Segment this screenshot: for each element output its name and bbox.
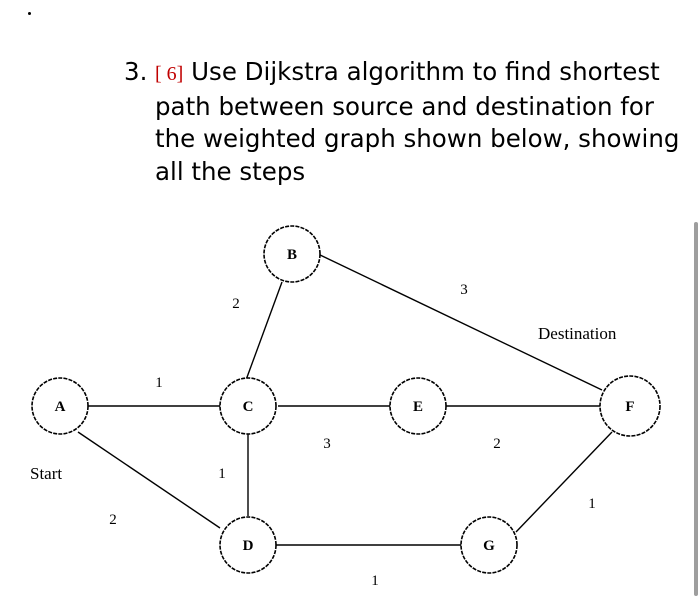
weight-g-f: 1 xyxy=(588,496,596,512)
edge-a-d xyxy=(77,431,221,529)
weight-c-e: 3 xyxy=(323,436,331,452)
node-c: C xyxy=(219,377,277,435)
node-label-b: B xyxy=(287,247,297,263)
weight-a-d: 2 xyxy=(109,512,117,528)
node-f: F xyxy=(599,375,661,437)
weight-c-d: 1 xyxy=(218,466,226,482)
node-b: B xyxy=(263,225,321,283)
node-e: E xyxy=(389,377,447,435)
weight-e-f: 2 xyxy=(493,436,501,452)
node-g: G xyxy=(460,516,518,574)
edge-g-f xyxy=(515,431,613,533)
weight-c-b: 2 xyxy=(232,296,240,312)
question-body: [ 6] Use Dijkstra algorithm to find shor… xyxy=(155,56,684,188)
edge-b-f xyxy=(317,253,603,391)
node-a: A xyxy=(31,377,89,435)
node-label-d: D xyxy=(243,538,254,554)
scrollbar[interactable] xyxy=(694,222,698,596)
page-dot xyxy=(28,12,31,15)
node-label-a: A xyxy=(55,399,66,415)
question-text: Use Dijkstra algorithm to find shortest … xyxy=(155,57,680,186)
node-label-e: E xyxy=(413,399,423,415)
weight-b-f: 3 xyxy=(460,282,468,298)
question-number: 3. xyxy=(124,57,148,86)
weight-d-g: 1 xyxy=(371,573,379,589)
destination-label: Destination xyxy=(538,324,617,343)
start-label: Start xyxy=(30,464,62,483)
node-label-c: C xyxy=(243,399,254,415)
weight-a-c: 1 xyxy=(155,375,163,391)
node-label-f: F xyxy=(625,399,634,415)
node-d: D xyxy=(219,516,277,574)
node-label-g: G xyxy=(483,538,495,554)
edge-c-b xyxy=(245,281,283,381)
question-block: 3. [ 6] Use Dijkstra algorithm to find s… xyxy=(124,56,684,188)
question-marks: [ 6] xyxy=(155,63,184,85)
